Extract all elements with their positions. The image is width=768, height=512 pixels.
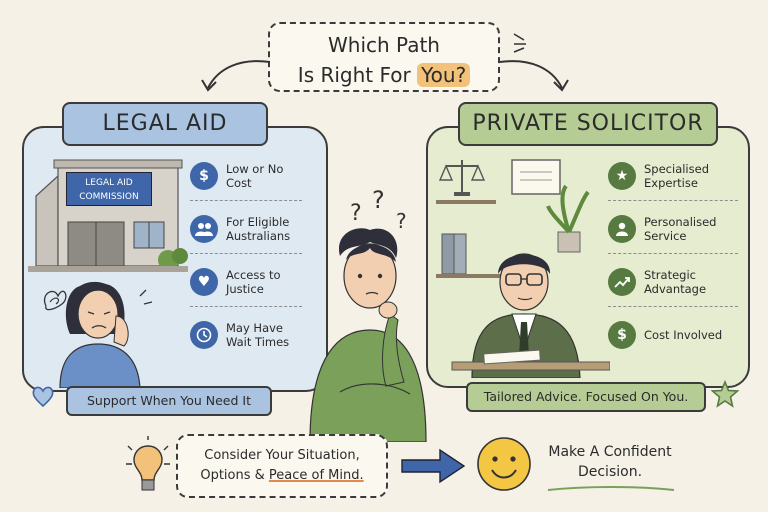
solicitor-ribbon: Tailored Advice. Focused On You.	[466, 382, 706, 412]
solicitor-features: ★ Specialised Expertise Personalised Ser…	[608, 156, 738, 355]
consider-line-2: Options & Peace of Mind.	[178, 466, 386, 486]
title-box: Which Path Is Right For You?	[268, 22, 500, 92]
solicitor-office-illustration	[436, 159, 610, 378]
title-line-2: Is Right For You?	[270, 60, 498, 90]
legal-aid-features: $ Low or No Cost For Eligible Australian…	[190, 156, 302, 355]
divider	[190, 306, 302, 307]
peace-of-mind: Peace of Mind.	[268, 468, 364, 483]
lightbulb-icon	[126, 436, 170, 491]
svg-text:?: ?	[396, 209, 407, 233]
legal-aid-sign: LEGAL AID COMMISSION	[66, 172, 152, 206]
feature-label: May Have Wait Times	[226, 321, 290, 349]
decision-underline	[547, 486, 675, 491]
divider	[608, 253, 738, 254]
consider-situation-box: Consider Your Situation, Options & Peace…	[176, 434, 388, 498]
feature-label: Specialised Expertise	[644, 162, 709, 190]
decision-text: Make A Confident Decision.	[548, 444, 672, 480]
solicitor-feature: Strategic Advantage	[608, 262, 738, 302]
divider	[608, 200, 738, 201]
divider	[190, 253, 302, 254]
feature-label: For Eligible Australians	[226, 215, 291, 243]
legal-aid-feature: For Eligible Australians	[190, 209, 302, 249]
svg-text:?: ?	[372, 186, 385, 214]
solicitor-feature: $ Cost Involved	[608, 315, 738, 355]
feature-label: Cost Involved	[644, 328, 723, 342]
person-icon	[608, 215, 636, 243]
feature-label: Low or No Cost	[226, 162, 284, 190]
divider	[608, 306, 738, 307]
trend-up-icon	[608, 268, 636, 296]
star-doodle-icon	[710, 380, 740, 408]
feature-label: Strategic Advantage	[644, 268, 707, 296]
private-solicitor-heading: PRIVATE SOLICITOR	[458, 102, 718, 146]
smiley-face-icon	[477, 437, 531, 491]
solicitor-feature: Personalised Service	[608, 209, 738, 249]
feature-label: Personalised Service	[644, 215, 717, 243]
divider	[190, 200, 302, 201]
emphasis-lines-icon	[513, 33, 526, 53]
legal-aid-feature: ♥ Access to Justice	[190, 262, 302, 302]
title-highlight: You?	[417, 63, 471, 87]
heart-doodle-icon	[32, 386, 54, 408]
heart-icon: ♥	[190, 268, 218, 296]
clock-icon	[190, 321, 218, 349]
legal-aid-ribbon: Support When You Need It	[66, 386, 272, 416]
legal-aid-building-illustration	[28, 159, 188, 272]
solicitor-feature: ★ Specialised Expertise	[608, 156, 738, 196]
consider-line-2-prefix: Options &	[200, 468, 269, 483]
worried-woman-illustration	[43, 281, 153, 388]
star-icon: ★	[608, 162, 636, 190]
legal-aid-feature: $ Low or No Cost	[190, 156, 302, 196]
dollar-icon: $	[608, 321, 636, 349]
legal-aid-feature: May Have Wait Times	[190, 315, 302, 355]
feature-label: Access to Justice	[226, 268, 281, 296]
arrow-right-icon	[499, 60, 569, 92]
svg-text:?: ?	[350, 201, 362, 226]
title-line-1: Which Path	[328, 33, 440, 57]
thinking-man-illustration: ? ? ?	[309, 186, 427, 442]
dollar-icon: $	[190, 162, 218, 190]
people-icon	[190, 215, 218, 243]
arrow-right-bold-icon	[401, 448, 466, 484]
title-line-2-prefix: Is Right For	[297, 63, 418, 87]
legal-aid-heading: LEGAL AID	[62, 102, 268, 146]
consider-line-1: Consider Your Situation,	[204, 448, 360, 463]
arrow-left-icon	[201, 60, 271, 92]
